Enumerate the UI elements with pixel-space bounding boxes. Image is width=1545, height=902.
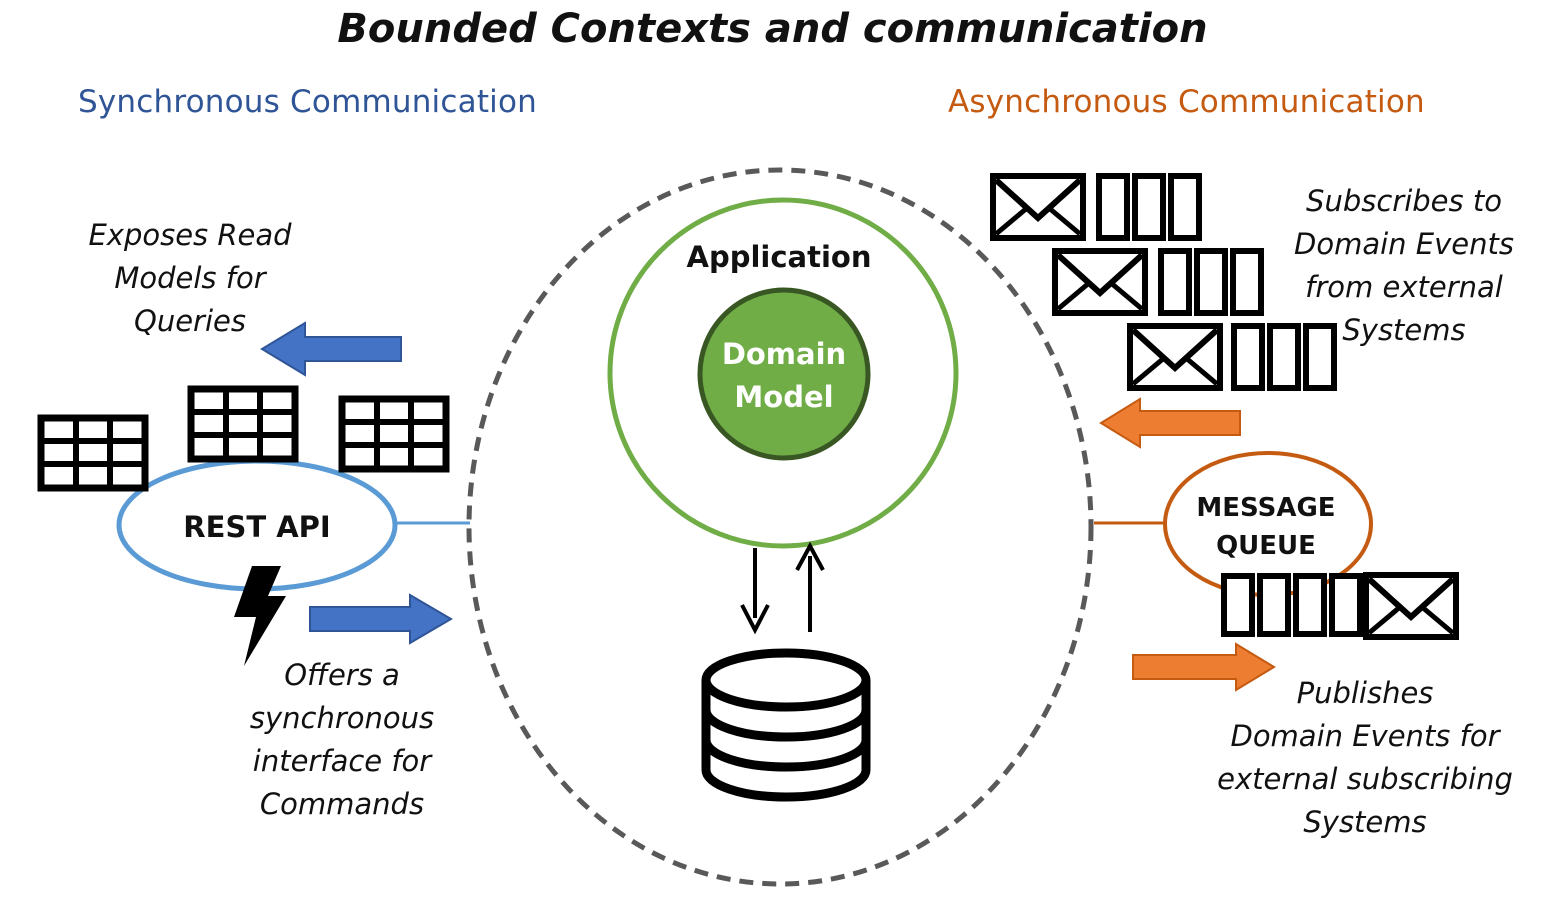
persistence-arrows-icon [740, 541, 825, 635]
commands-note: Offers a synchronous interface for Comma… [249, 658, 435, 821]
mq-line: QUEUE [1216, 531, 1316, 561]
domain-model-circle [697, 287, 871, 461]
event-boxes-icon [1161, 251, 1261, 313]
publishes-note: Publishes Domain Events for external sub… [1217, 676, 1513, 839]
bounded-context-boundary [466, 167, 1094, 887]
read-models-arrow-icon [260, 321, 402, 377]
event-boxes-icon [1099, 176, 1199, 238]
page-title: Bounded Contexts and communication [337, 6, 1208, 52]
table-icon [342, 399, 446, 469]
table-icon [41, 418, 145, 488]
message-queue-label: MESSAGE QUEUE [1196, 493, 1335, 561]
dm-line: Domain [722, 337, 846, 371]
read-models-note: Exposes Read Models for Queries [88, 218, 292, 338]
outgoing-event-boxes-icon [1221, 573, 1363, 637]
envelope-icon [1130, 326, 1220, 388]
async-heading: Asynchronous Communication [948, 84, 1425, 120]
envelope-icon [1055, 251, 1145, 313]
envelope-icon [993, 176, 1083, 238]
subscribe-arrow-icon [1099, 397, 1241, 449]
sync-heading: Synchronous Communication [78, 84, 537, 120]
commands-arrow-icon [309, 593, 453, 645]
envelope-icon [1366, 575, 1456, 637]
subscribes-note: Subscribes to Domain Events from externa… [1294, 184, 1514, 347]
mq-line: MESSAGE [1196, 493, 1335, 523]
lightning-icon [234, 566, 286, 666]
dm-line: Model [734, 380, 833, 414]
publish-arrow-icon [1132, 642, 1276, 692]
table-icon [191, 389, 295, 459]
rest-api-label: REST API [183, 510, 330, 544]
application-label: Application [687, 240, 872, 274]
database-icon [701, 648, 871, 802]
